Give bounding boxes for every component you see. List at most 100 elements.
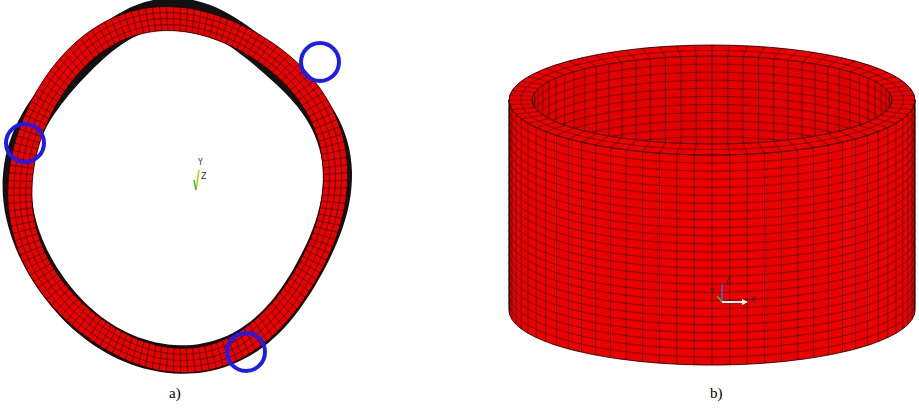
mesh-line: [556, 135, 557, 345]
mesh-line: [568, 61, 584, 69]
mesh-line: [542, 85, 543, 295]
mesh-line: [521, 119, 522, 329]
mesh-line: [650, 59, 651, 269]
mesh-line: [509, 100, 510, 310]
mesh-line: [532, 185, 892, 229]
mesh-line: [287, 283, 305, 298]
mesh-line: [237, 28, 247, 49]
mesh-line: [839, 69, 840, 279]
mesh-line: [556, 65, 574, 72]
mesh-line: [759, 143, 765, 154]
mesh-line: [8, 188, 32, 189]
mesh-line: [323, 188, 347, 189]
mesh-line: [788, 60, 789, 270]
mesh-line: [532, 153, 892, 197]
deformed-ring-outline: [3, 0, 352, 374]
mesh-line: [277, 60, 294, 77]
mesh-line: [263, 312, 277, 331]
mesh-line: [13, 150, 36, 155]
mesh-line: [56, 294, 73, 310]
axis-triad-b: [717, 284, 748, 305]
mesh-line: [306, 99, 327, 111]
mesh-line: [516, 111, 538, 114]
mesh-line: [302, 93, 323, 106]
mesh-line: [92, 30, 104, 51]
mesh-line: [42, 82, 61, 96]
mesh-line: [643, 141, 651, 151]
mesh-line: [51, 289, 69, 304]
mesh-line: [743, 143, 747, 154]
mesh-line: [626, 140, 636, 150]
mesh-line: [694, 144, 696, 155]
mesh-line: [676, 154, 677, 364]
mesh-line: [47, 285, 66, 300]
mesh-line: [891, 96, 892, 306]
mesh-line: [881, 115, 903, 119]
mesh-line: [46, 76, 65, 91]
mesh-line: [111, 19, 120, 41]
mesh-line: [781, 152, 782, 362]
mesh-line: [788, 140, 798, 150]
mesh-line: [10, 165, 34, 168]
mesh-line: [221, 19, 228, 41]
mesh-line: [166, 7, 168, 31]
mesh-line: [659, 47, 665, 58]
mesh-line: [556, 78, 557, 288]
mesh-line: [145, 8, 150, 32]
mesh-line: [297, 267, 317, 279]
mesh-line: [532, 242, 892, 286]
mesh-line: [512, 108, 535, 110]
mesh-line: [532, 250, 892, 294]
mesh-line: [320, 142, 344, 148]
mesh-line: [83, 315, 96, 334]
mesh-line: [532, 234, 892, 278]
mesh-line: [889, 108, 912, 110]
mesh-line: [131, 11, 138, 34]
mesh-line: [310, 239, 332, 247]
mesh-line: [272, 303, 288, 321]
mesh-line: [226, 22, 234, 44]
mesh-line: [532, 177, 892, 221]
mesh-line: [319, 134, 343, 141]
mesh-line: [536, 128, 537, 338]
mesh-line: [209, 14, 214, 37]
mesh-line: [582, 134, 597, 142]
mesh-line: [290, 278, 309, 292]
mesh-line: [528, 119, 549, 124]
mesh-line: [764, 153, 765, 363]
mesh-line: [159, 7, 162, 31]
mesh-line: [152, 345, 156, 369]
mesh-line: [20, 19, 336, 361]
mesh-line: [694, 155, 695, 365]
mesh-line: [321, 201, 345, 203]
cylinder-mesh: [509, 45, 915, 365]
mesh-line: [886, 111, 908, 114]
mesh-line: [510, 95, 533, 97]
deformed-shape: [3, 0, 352, 374]
mesh-line: [532, 210, 892, 254]
mesh-line: [247, 35, 259, 55]
mesh-line: [159, 346, 162, 370]
mesh-line: [528, 123, 529, 333]
mesh-line: [802, 138, 814, 148]
mesh-line: [712, 56, 713, 266]
mesh-line: [60, 59, 77, 76]
mesh-line: [911, 110, 912, 320]
mesh-line: [509, 105, 510, 315]
mesh-line: [38, 89, 58, 102]
mesh-line: [521, 115, 543, 119]
mesh-line: [813, 148, 814, 358]
mesh-line: [283, 288, 301, 303]
mesh-line: [118, 16, 126, 39]
mesh-line: [20, 246, 42, 255]
mesh-line: [308, 245, 330, 254]
mesh-line: [867, 78, 868, 288]
mesh-line: [124, 13, 132, 36]
mesh-line: [596, 136, 609, 145]
mesh-line: [892, 100, 915, 101]
mesh-line: [875, 81, 876, 291]
mesh-line: [8, 195, 32, 196]
mesh-line: [323, 180, 347, 181]
mesh-line: [677, 143, 681, 154]
mesh-line: [112, 331, 121, 353]
